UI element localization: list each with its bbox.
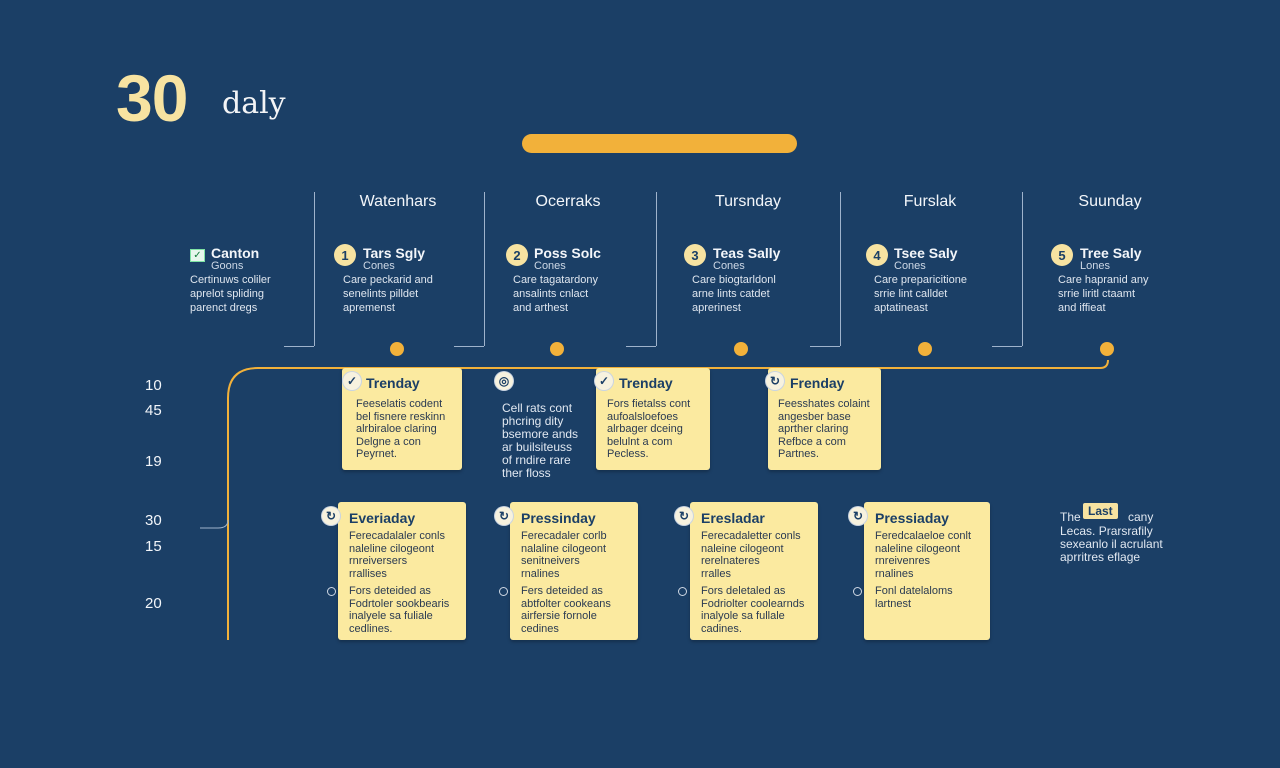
step-desc: Care peckarid and senelints pilldet apre… (343, 274, 433, 314)
step-sub: Lones (1080, 260, 1110, 272)
step-desc: Care preparicitione srrie lint calldet a… (874, 274, 967, 314)
card-text: Feeselatis codent bel fisnere reskinn al… (356, 398, 446, 460)
timeline-dot (918, 342, 932, 356)
step-title: Tree Saly (1080, 245, 1142, 261)
task-card[interactable] (596, 368, 710, 470)
card-text: Fonl datelaloms lartnest (875, 585, 953, 610)
refresh-icon[interactable]: ↻ (675, 507, 693, 525)
timeline-dot (550, 342, 564, 356)
card-text: Ferecadalaler conls naleline cilogeont r… (349, 530, 445, 580)
last-badge[interactable]: Last (1083, 503, 1118, 519)
days-count: 30 (116, 61, 188, 135)
task-card[interactable] (510, 502, 638, 640)
card-title: Everiaday (349, 510, 416, 526)
task-card[interactable] (342, 368, 462, 470)
bullet-icon (499, 587, 508, 596)
time-label: 45 (145, 402, 162, 419)
progress-bar (522, 134, 797, 153)
column-divider-foot (284, 346, 314, 347)
step-title: Tsee Saly (894, 245, 958, 261)
step-number-badge: 3 (684, 244, 706, 266)
start-title: Canton (211, 245, 260, 261)
column-header: Furslak (903, 193, 957, 210)
step-desc: Care tagatardony ansalints cnlact and ar… (513, 274, 598, 314)
column-header: Tursnday (714, 193, 782, 210)
start-desc: Certinuws coliler aprelot spliding paren… (190, 274, 271, 314)
days-label: daly (222, 86, 286, 121)
step-title: Tars Sgly (363, 245, 425, 261)
card-text: Ferecadaletter conls naleine cilogeont r… (701, 530, 801, 580)
step-sub: Cones (534, 260, 566, 272)
column-divider-foot (992, 346, 1022, 347)
refresh-icon[interactable]: ↻ (849, 507, 867, 525)
card-text: Ferecadaler corlb nalaline cilogeont sen… (521, 530, 607, 580)
last-desc: Lecas. Prarsrafily sexeanlo il acrulant … (1060, 524, 1163, 564)
column-divider (656, 192, 657, 346)
check-icon[interactable]: ✓ (595, 372, 613, 390)
step-sub: Cones (713, 260, 745, 272)
card-text: Feesshates colaint angesber base aprther… (778, 398, 870, 460)
card-title: Pressinday (521, 510, 596, 526)
column-header: Watenhars (359, 193, 437, 210)
timeline-dot (1100, 342, 1114, 356)
refresh-icon[interactable]: ↻ (766, 372, 784, 390)
step-number-badge: 4 (866, 244, 888, 266)
plain-note: Cell rats cont phcring dity bsemore ands… (502, 401, 579, 480)
card-title: Eresladar (701, 510, 765, 526)
bullet-icon (853, 587, 862, 596)
column-divider-foot (454, 346, 484, 347)
check-icon[interactable]: ✓ (343, 372, 361, 390)
step-desc: Care hapranid any srrie liritl ctaamt an… (1058, 274, 1149, 314)
step-number-badge: 5 (1051, 244, 1073, 266)
column-divider (484, 192, 485, 346)
column-divider (840, 192, 841, 346)
checkbox-icon[interactable]: ✓ (190, 249, 205, 262)
column-divider-foot (626, 346, 656, 347)
task-card[interactable] (338, 502, 466, 640)
step-title: Poss Solc (534, 245, 601, 261)
time-label: 19 (145, 453, 162, 470)
task-card[interactable] (690, 502, 818, 640)
card-title: Pressiaday (875, 510, 949, 526)
card-title: Frenday (790, 375, 845, 391)
refresh-icon[interactable]: ↻ (322, 507, 340, 525)
last-suffix: cany (1128, 510, 1154, 524)
refresh-icon[interactable]: ↻ (495, 507, 513, 525)
card-title: Trenday (366, 375, 420, 391)
circle-icon[interactable]: ◎ (495, 372, 513, 390)
card-text: Fors deletaled as Fodriolter coolearnds … (701, 585, 805, 635)
column-divider (1022, 192, 1023, 346)
time-label: 15 (145, 538, 162, 555)
card-text: Fors fietalss cont aufoalsloefoes alrbag… (607, 398, 691, 460)
time-label: 20 (145, 595, 162, 612)
step-desc: Care biogtarldonl arne lints catdet apre… (692, 274, 776, 314)
step-sub: Cones (363, 260, 395, 272)
bullet-icon (327, 587, 336, 596)
card-title: Trenday (619, 375, 673, 391)
time-label: 10 (145, 377, 162, 394)
card-text: Fers deteided as abtfolter cookeans airf… (521, 585, 611, 635)
step-title: Teas Sally (713, 245, 781, 261)
card-text: Fors deteided as Fodrtoler sookbearis in… (349, 585, 450, 635)
step-sub: Cones (894, 260, 926, 272)
time-label: 30 (145, 512, 162, 529)
last-prefix: The (1060, 510, 1081, 524)
task-card[interactable] (864, 502, 990, 640)
column-header: Ocerraks (535, 193, 601, 210)
start-sub: Goons (211, 260, 244, 272)
bullet-icon (678, 587, 687, 596)
column-header: Suunday (1078, 193, 1142, 210)
timeline-dot (734, 342, 748, 356)
step-number-badge: 1 (334, 244, 356, 266)
card-text: Feredcalaeloe conlt naleline cilogeont r… (875, 530, 972, 580)
step-number-badge: 2 (506, 244, 528, 266)
column-divider (314, 192, 315, 346)
task-card[interactable] (768, 368, 881, 470)
column-divider-foot (810, 346, 840, 347)
timeline-dot (390, 342, 404, 356)
